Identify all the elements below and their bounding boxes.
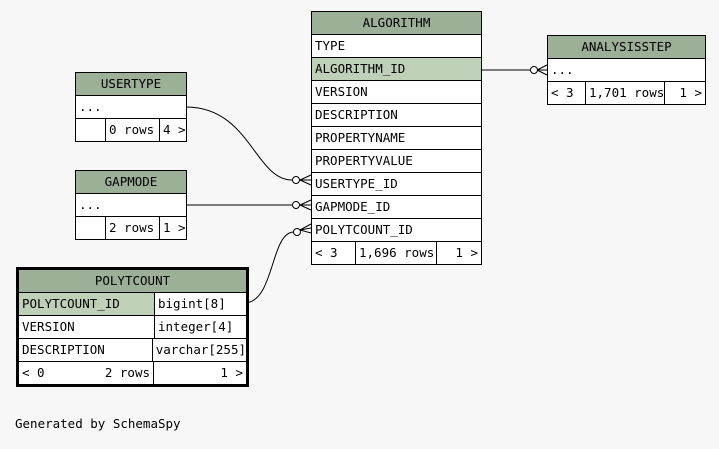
parents-link[interactable]: < 3 <box>548 82 586 104</box>
row-count: 1,701 rows <box>586 82 665 104</box>
table-polytcount[interactable]: POLYTCOUNT POLYTCOUNT_ID bigint[8] VERSI… <box>16 267 249 387</box>
table-title[interactable]: ANALYSISSTEP <box>548 36 705 59</box>
parents-link[interactable]: < 3 <box>312 242 356 264</box>
row-count: 2 rows <box>84 362 154 384</box>
children-link[interactable]: 1 > <box>163 220 186 235</box>
column-row[interactable]: PROPERTYVALUE <box>312 150 481 173</box>
children-link[interactable]: 1 > <box>679 85 702 100</box>
column-row[interactable]: ... <box>76 96 186 119</box>
table-title[interactable]: ALGORITHM <box>312 12 481 35</box>
column-type: bigint[8] <box>155 293 246 315</box>
column-row[interactable]: VERSION integer[4] <box>19 316 246 339</box>
column-row[interactable]: DESCRIPTION <box>312 104 481 127</box>
table-usertype[interactable]: USERTYPE ... 0 rows 4 > <box>75 72 187 142</box>
row-count: 0 rows <box>106 119 160 141</box>
table-title[interactable]: POLYTCOUNT <box>19 270 246 293</box>
column-row[interactable]: ... <box>548 59 705 82</box>
column-row[interactable]: TYPE <box>312 35 481 58</box>
table-analysisstep[interactable]: ANALYSISSTEP ... < 3 1,701 rows 1 > <box>547 35 706 105</box>
table-footer: < 0 2 rows 1 > <box>19 362 246 384</box>
row-count: 2 rows <box>106 217 160 239</box>
edge-polytcount-algorithm <box>243 231 295 304</box>
table-footer: 0 rows 4 > <box>76 119 186 141</box>
column-row[interactable]: PROPERTYNAME <box>312 127 481 150</box>
column-row[interactable]: DESCRIPTION varchar[255] <box>19 339 246 362</box>
parents-link[interactable] <box>76 217 106 239</box>
column-row[interactable]: USERTYPE_ID <box>312 173 481 196</box>
column-type: integer[4] <box>158 319 234 334</box>
generated-by-label: Generated by SchemaSpy <box>15 416 181 431</box>
table-footer: 2 rows 1 > <box>76 217 186 239</box>
column-row[interactable]: VERSION <box>312 81 481 104</box>
children-link[interactable]: 1 > <box>220 365 243 380</box>
column-name: VERSION <box>19 316 155 338</box>
column-row-primary-key[interactable]: ALGORITHM_ID <box>312 58 481 81</box>
parents-link[interactable] <box>76 119 106 141</box>
children-link[interactable]: 1 > <box>455 245 478 260</box>
edge-usertype-algorithm <box>185 106 293 181</box>
table-footer: < 3 1,701 rows 1 > <box>548 82 705 104</box>
column-row[interactable]: GAPMODE_ID <box>312 196 481 219</box>
column-name: DESCRIPTION <box>19 339 153 361</box>
column-row-primary-key[interactable]: POLYTCOUNT_ID bigint[8] <box>19 293 246 316</box>
table-gapmode[interactable]: GAPMODE ... 2 rows 1 > <box>75 170 187 240</box>
parents-link[interactable]: < 0 <box>22 365 45 380</box>
table-title[interactable]: USERTYPE <box>76 73 186 96</box>
column-row[interactable]: POLYTCOUNT_ID <box>312 219 481 242</box>
table-footer: < 3 1,696 rows 1 > <box>312 242 481 264</box>
table-title[interactable]: GAPMODE <box>76 171 186 194</box>
column-type: varchar[255] <box>155 342 246 357</box>
row-count: 1,696 rows <box>356 242 437 264</box>
table-algorithm[interactable]: ALGORITHM TYPE ALGORITHM_ID VERSION DESC… <box>311 11 482 265</box>
column-name: POLYTCOUNT_ID <box>19 293 155 315</box>
column-row[interactable]: ... <box>76 194 186 217</box>
children-link[interactable]: 4 > <box>163 122 186 137</box>
